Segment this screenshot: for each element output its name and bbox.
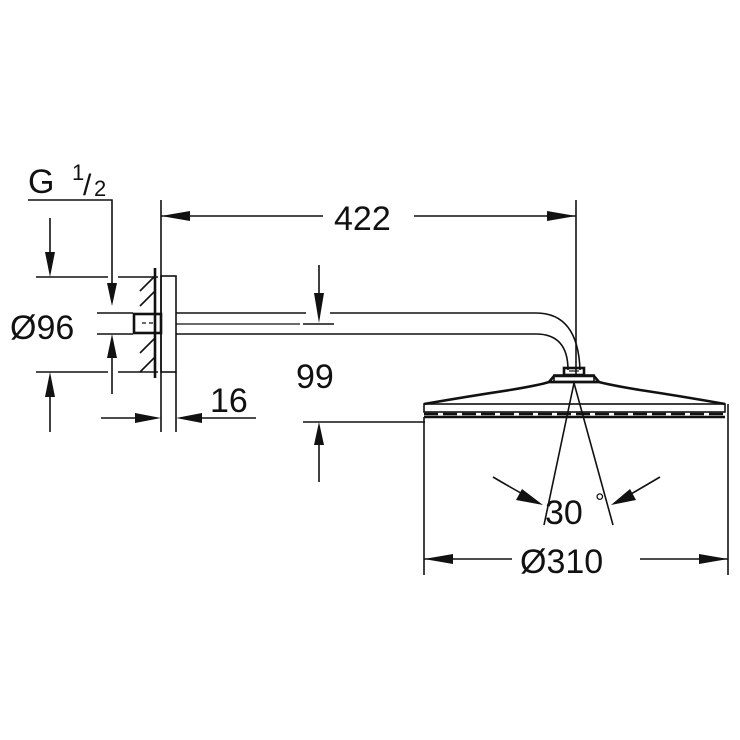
arm-length-label: 422 — [334, 200, 391, 238]
thread-numerator: 1 — [72, 160, 84, 185]
drop-height-dimension: 99 — [296, 265, 425, 482]
shower-arm — [176, 312, 581, 371]
thread-denominator: 2 — [94, 176, 106, 201]
thread-leader-line — [28, 199, 113, 290]
flange-diameter-label: Ø96 — [10, 309, 74, 347]
depth-right-arrow-icon — [176, 413, 202, 423]
thread-letter: G — [28, 163, 54, 201]
degree-symbol: ° — [595, 489, 605, 516]
arm-left-arrow-icon — [161, 211, 190, 221]
head-left-arrow-icon — [424, 554, 453, 564]
flange-depth-label: 16 — [210, 382, 248, 420]
shower-head — [423, 366, 726, 419]
flange-bottom-arrow-icon — [45, 372, 55, 397]
thread-stub-dimension — [97, 312, 133, 394]
thread-arrow-icon — [107, 283, 117, 306]
flange-diameter-dimension: Ø96 — [10, 218, 158, 432]
drop-height-label: 99 — [296, 358, 334, 396]
head-diameter-label: Ø310 — [520, 543, 603, 581]
drop-bottom-arrow-icon — [314, 422, 324, 445]
flange-depth-dimension: 16 — [101, 372, 256, 432]
head-diameter-dimension: Ø310 — [423, 404, 729, 581]
thread-label: G 1 / 2 — [28, 160, 117, 306]
arm-length-dimension: 422 — [161, 200, 577, 375]
angle-left-arrow-icon — [516, 489, 543, 505]
drop-top-arrow-icon — [314, 293, 324, 323]
wall-flange — [132, 200, 177, 432]
thread-slash: / — [83, 169, 92, 202]
head-right-arrow-icon — [699, 554, 728, 564]
flange-top-arrow-icon — [45, 252, 55, 277]
stub-arrow-icon — [107, 334, 117, 358]
spray-angle-label: 30 — [545, 494, 583, 532]
angle-right-arrow-icon — [611, 489, 636, 505]
spray-angle-dimension: 30 ° — [492, 382, 661, 532]
depth-left-arrow-icon — [135, 413, 161, 423]
arm-right-arrow-icon — [547, 211, 576, 221]
